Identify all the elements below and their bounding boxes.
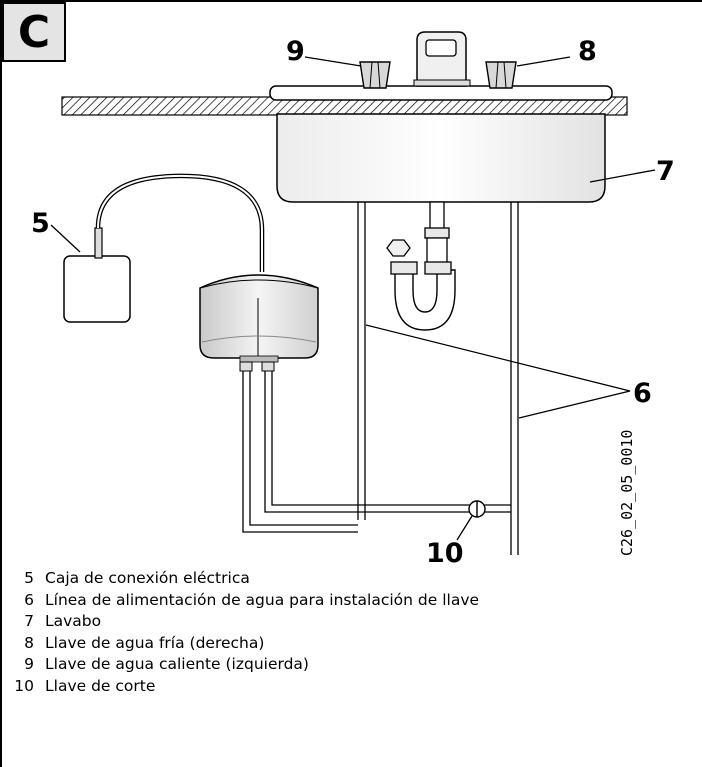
heater-connection-pipes	[242, 371, 511, 533]
legend-text: Llave de agua caliente (izquierda)	[45, 655, 309, 673]
legend-text: Caja de conexión eléctrica	[45, 569, 250, 587]
legend-text: Línea de alimentación de agua para insta…	[45, 590, 480, 609]
heater-fittings	[239, 361, 275, 372]
callout-9: 9	[286, 36, 305, 67]
callout-5: 5	[31, 208, 50, 239]
legend-text: Llave de corte	[45, 676, 156, 695]
callout-6: 6	[633, 378, 652, 409]
legend-text: Llave de agua fría (derecha)	[45, 633, 265, 652]
legend-number: 8	[24, 633, 34, 652]
drawing-code: C26_02_05_0010	[618, 430, 636, 556]
cable-gland	[94, 227, 103, 259]
sink-basin	[276, 113, 606, 203]
legend-number: 7	[24, 612, 34, 630]
legend-number: 5	[24, 569, 34, 587]
faucet-spout	[413, 31, 471, 87]
legend-item: 8 Llave de agua fría (derecha)	[10, 633, 690, 655]
shut-off-valve	[468, 500, 486, 518]
legend-number: 10	[14, 676, 34, 695]
legend: 5 Caja de conexión eléctrica 6 Línea de …	[10, 568, 690, 697]
drain-trap	[386, 201, 456, 331]
sink-rim	[269, 85, 613, 101]
legend-item: 10 Llave de corte	[10, 676, 690, 698]
legend-number: 9	[24, 655, 34, 673]
cold-water-valve-knob	[485, 61, 517, 89]
water-heater-unit	[199, 274, 319, 363]
callout-7: 7	[656, 156, 675, 187]
water-supply-lines	[357, 202, 519, 555]
legend-item: 6 Línea de alimentación de agua para ins…	[10, 590, 690, 612]
legend-item: 5 Caja de conexión eléctrica	[10, 568, 690, 590]
callout-leaders	[50, 56, 656, 541]
electrical-connection-box	[63, 255, 131, 323]
legend-item: 9 Llave de agua caliente (izquierda)	[10, 654, 690, 676]
hot-water-valve-knob	[359, 61, 391, 89]
callout-8: 8	[578, 36, 597, 67]
legend-number: 6	[24, 590, 34, 609]
callout-10: 10	[426, 538, 464, 569]
legend-item: 7 Lavabo	[10, 611, 690, 633]
legend-text: Lavabo	[45, 612, 102, 630]
panel-label: C	[2, 2, 66, 62]
